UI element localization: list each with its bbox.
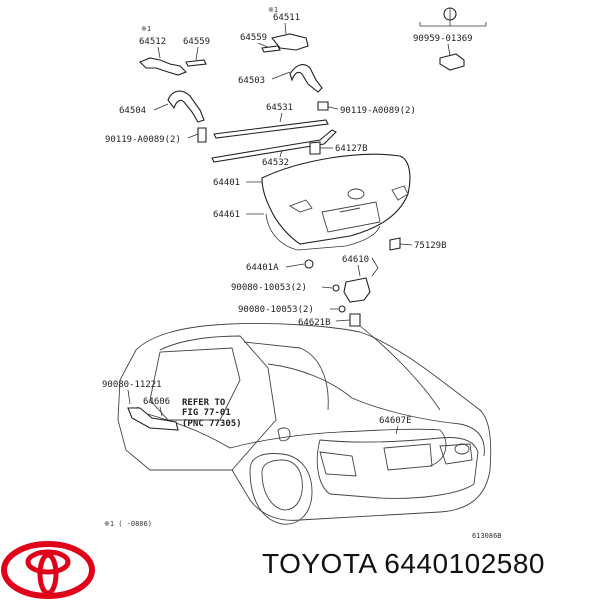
figure-code: 613086B xyxy=(472,532,502,540)
label-64461: 64461 xyxy=(213,210,240,220)
trunk-lid-group: 64401 xyxy=(213,153,411,245)
note-mark-64512: ※1 xyxy=(141,25,151,33)
plate-recess xyxy=(321,201,381,233)
label-64559-b: 64559 xyxy=(240,33,267,43)
torsion-bar-group: 64531 90119-A0089(2) 90119-A0089(2) xyxy=(105,101,416,145)
car-body xyxy=(117,323,492,525)
rear-door xyxy=(159,335,277,471)
label-90080-a: 90080-10053(2) xyxy=(231,283,307,293)
label-64559-a: 64559 xyxy=(183,37,210,47)
stopper-90959-group: 90959-01369 xyxy=(413,7,487,71)
emblem-text xyxy=(339,207,361,213)
car-emblem-icon xyxy=(454,443,470,455)
label-64503: 64503 xyxy=(238,76,265,86)
label-64607E: 64607E xyxy=(379,416,412,426)
opener-group: 90080-11221 64606 ※1 REFER TO FIG 77-01 … xyxy=(102,380,242,431)
rear-wheel xyxy=(249,453,313,525)
car-outline xyxy=(135,323,492,521)
label-64127B: 64127B xyxy=(335,144,368,154)
cable-64607E xyxy=(139,411,447,467)
tail-lamp-left xyxy=(288,199,313,213)
tail-lamp-car-right xyxy=(439,443,473,465)
hinge-64512-group: ※1 64512 64559 xyxy=(139,25,210,76)
weatherstrip-group: 64461 xyxy=(213,210,381,251)
label-64511: 64511 xyxy=(273,13,300,23)
label-64504: 64504 xyxy=(119,106,146,116)
label-64401: 64401 xyxy=(213,178,240,188)
torsion-bar-64531 xyxy=(213,119,329,139)
car-side xyxy=(117,349,232,471)
bolt-64559-a xyxy=(185,59,207,67)
label-90080-11221: 90080-11221 xyxy=(102,380,162,390)
brand-name: TOYOTA xyxy=(262,548,376,579)
lock-group: 75129B 64610 64401A xyxy=(246,237,447,303)
bolt-64559-b xyxy=(261,45,281,53)
torsion-bar-64532 xyxy=(211,129,337,163)
bolt-90119-a xyxy=(197,127,207,143)
clip-64621B xyxy=(349,313,361,327)
hinge-64512 xyxy=(139,57,187,76)
torsion-bar-2-group: 64532 64127B xyxy=(211,129,368,168)
opener-64606 xyxy=(127,407,179,431)
label-90119-b: 90119-A0089(2) xyxy=(340,106,416,116)
bolts-group: 90080-10053(2) 90080-10053(2) 64621B xyxy=(231,283,361,328)
grommet-64401A xyxy=(304,259,314,269)
tail-lamp-right xyxy=(391,185,409,201)
label-64512: 64512 xyxy=(139,37,166,47)
trunk-lid-64401 xyxy=(261,153,411,245)
c-pillar xyxy=(243,341,329,411)
label-64532: 64532 xyxy=(262,158,289,168)
hinge-arm-64503 xyxy=(289,64,323,93)
part-caption: TOYOTA 6440102580 xyxy=(262,548,545,580)
fuel-cap xyxy=(277,427,291,442)
label-75129B: 75129B xyxy=(414,241,447,251)
toyota-logo-icon xyxy=(1,541,95,599)
part-number: 6440102580 xyxy=(384,548,546,579)
trunk-edge xyxy=(267,363,485,457)
label-90080-b: 90080-10053(2) xyxy=(238,305,314,315)
rear-window xyxy=(149,347,241,421)
cushion-64127B xyxy=(309,141,321,155)
rear-panel xyxy=(316,437,479,499)
tail-lamp-car-left xyxy=(319,451,357,477)
label-90119-a: 90119-A0089(2) xyxy=(105,135,181,145)
stopper-90959 xyxy=(439,53,465,71)
label-64401A: 64401A xyxy=(246,263,279,273)
label-64610: 64610 xyxy=(342,255,369,265)
refer-line-1: REFER TO xyxy=(182,398,226,408)
label-90959-01369: 90959-01369 xyxy=(413,34,473,44)
bolt-90080-a xyxy=(332,284,340,292)
cable-64607E-group: 64607E xyxy=(139,325,447,467)
bolt-90119-b xyxy=(317,101,329,111)
plug-75129B xyxy=(389,237,401,251)
cable-upper xyxy=(359,325,441,411)
label-64621B: 64621B xyxy=(298,318,331,328)
emblem-icon xyxy=(347,188,365,200)
hinge-64511-group: ※1 64511 64559 64503 xyxy=(238,6,323,93)
hinge-64504 xyxy=(167,90,205,123)
label-64531: 64531 xyxy=(266,103,293,113)
hinge-64504-group: 64504 xyxy=(119,90,205,123)
rear-wheel-inner xyxy=(261,459,303,511)
lock-cable xyxy=(371,257,379,277)
bolt-90080-b xyxy=(338,305,346,313)
note-mark-64511: ※1 xyxy=(268,6,278,14)
hinge-64511 xyxy=(271,33,309,51)
lock-64610 xyxy=(343,277,371,303)
wire-64461 xyxy=(265,213,381,251)
car-plate-recess xyxy=(383,443,433,471)
refer-line-3: (PNC 77305) xyxy=(182,419,242,429)
refer-line-2: FIG 77-01 xyxy=(182,408,231,418)
footer-note: ※1 ( -0806) xyxy=(104,520,152,528)
label-64606: 64606 xyxy=(143,397,170,407)
